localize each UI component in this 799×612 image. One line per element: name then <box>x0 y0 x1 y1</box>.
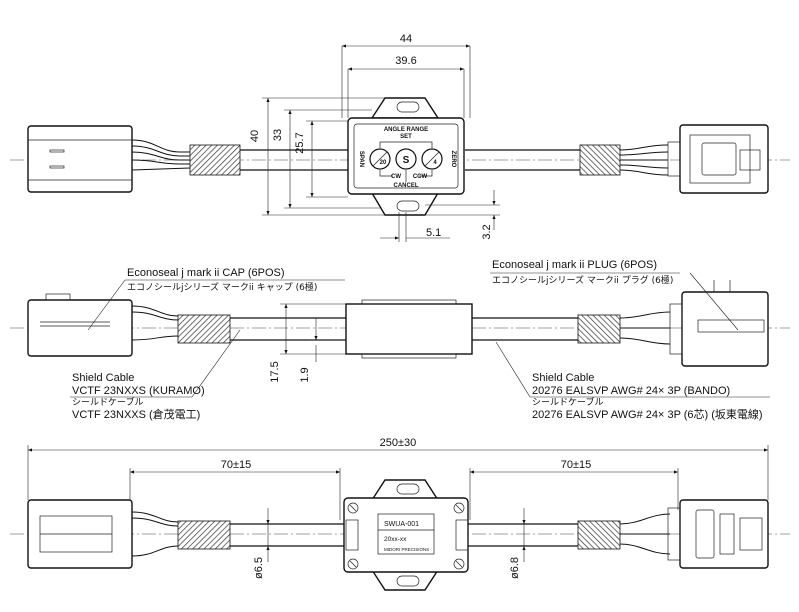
right-wires-bottom <box>619 513 671 555</box>
plug-label: Econoseal j mark ii PLUG (6POS) <box>492 259 657 271</box>
shield-left-3: シールドケーブル <box>72 396 143 408</box>
dim-25-7: 25.7 <box>294 132 306 153</box>
sensor-body-top: ANGLE RANGE SET SPAN ZERO 20 S 4 CW CCW … <box>347 97 465 216</box>
view-bottom: 250±30 70±15 70±15 <box>10 437 790 591</box>
left-shield-braid-middle <box>177 314 231 344</box>
left-shield-braid <box>189 144 241 176</box>
left-wires-middle <box>131 305 179 341</box>
sensor-body-side <box>345 299 473 359</box>
dim-left-length: 70±15 <box>221 459 252 471</box>
left-cap-bottom <box>27 499 133 569</box>
dial-zero-value: 4 <box>433 160 437 166</box>
label-maker: MIDORI PRECISIONS <box>384 547 429 552</box>
dial-set-value: S <box>403 155 410 166</box>
left-shield-braid-bottom <box>177 520 231 550</box>
right-shield-braid <box>579 144 621 176</box>
shield-right-2: 20276 EALSVP AWG# 24× 3P (BANDO) <box>532 385 730 397</box>
dim-33: 33 <box>272 129 284 141</box>
dim-right-length: 70±15 <box>561 459 592 471</box>
right-plug-bottom <box>667 499 769 569</box>
panel-ccw: CCW <box>413 174 428 180</box>
set-dial <box>395 148 417 170</box>
dim-40: 40 <box>249 130 261 142</box>
dim-17-5: 17.5 <box>269 361 281 382</box>
shield-left-2: VCTF 23NXXS (KURAMO) <box>72 385 205 397</box>
panel-title-1: ANGLE RANGE <box>384 127 428 133</box>
sensor-body-bottom: SWUA-001 20xx-xx MIDORI PRECISIONS <box>343 479 469 591</box>
panel-zero-label: ZERO <box>450 151 456 168</box>
shield-right-3: シールドケーブル <box>532 396 603 408</box>
dim-5-1: 5.1 <box>426 227 441 239</box>
shield-left-4: VCTF 23NXXS (倉茂電工) <box>72 407 200 421</box>
panel-span-label: SPAN <box>358 151 364 167</box>
right-wires-middle <box>619 311 671 345</box>
dimensions-top: 44 39.6 40 33 25.7 5.1 3 <box>249 33 500 242</box>
dial-span-value: 20 <box>380 160 387 166</box>
left-wires-top <box>131 139 191 171</box>
dim-1-9: 1.9 <box>299 367 311 382</box>
dim-dia-left: ø6.5 <box>253 557 265 579</box>
dim-44: 44 <box>400 33 412 45</box>
right-wires-top <box>619 144 669 176</box>
panel-cancel: CANCEL <box>394 183 419 189</box>
panel-title-2: SET <box>400 134 412 140</box>
cap-label-jp: エコノシールjシリーズ マークii キャップ (6極) <box>127 281 317 293</box>
cap-label: Econoseal j mark ii CAP (6POS) <box>127 267 285 279</box>
label-date: 20xx-xx <box>384 536 407 543</box>
dim-3-2: 3.2 <box>481 224 493 239</box>
shield-right-1: Shield Cable <box>532 372 594 384</box>
zero-dial <box>421 148 443 170</box>
right-connector-plug <box>667 124 769 194</box>
dim-dia-right: ø6.8 <box>509 557 521 579</box>
dim-overall: 250±30 <box>380 437 417 449</box>
shield-right-4: 20276 EALSVP AWG# 24× 3P (6芯) (坂東電線) <box>532 407 763 421</box>
label-model: SWUA-001 <box>384 521 419 528</box>
view-top: ANGLE RANGE SET SPAN ZERO 20 S 4 CW CCW … <box>10 33 790 242</box>
panel-cw: CW <box>391 174 401 180</box>
plug-label-jp: エコノシールjシリーズ マークii プラグ (6極) <box>492 274 673 286</box>
right-plug-side <box>669 280 769 367</box>
right-shield-braid-bottom <box>577 520 621 550</box>
right-shield-braid-middle <box>577 314 621 344</box>
view-middle: Econoseal j mark ii CAP (6POS) エコノシールjシリ… <box>10 259 790 421</box>
span-dial <box>369 148 391 170</box>
shield-left-1: Shield Cable <box>72 372 134 384</box>
dim-39-6: 39.6 <box>395 55 416 67</box>
left-connector-cap <box>27 125 133 193</box>
left-wires-bottom <box>131 511 179 557</box>
left-cap-side <box>27 293 133 357</box>
